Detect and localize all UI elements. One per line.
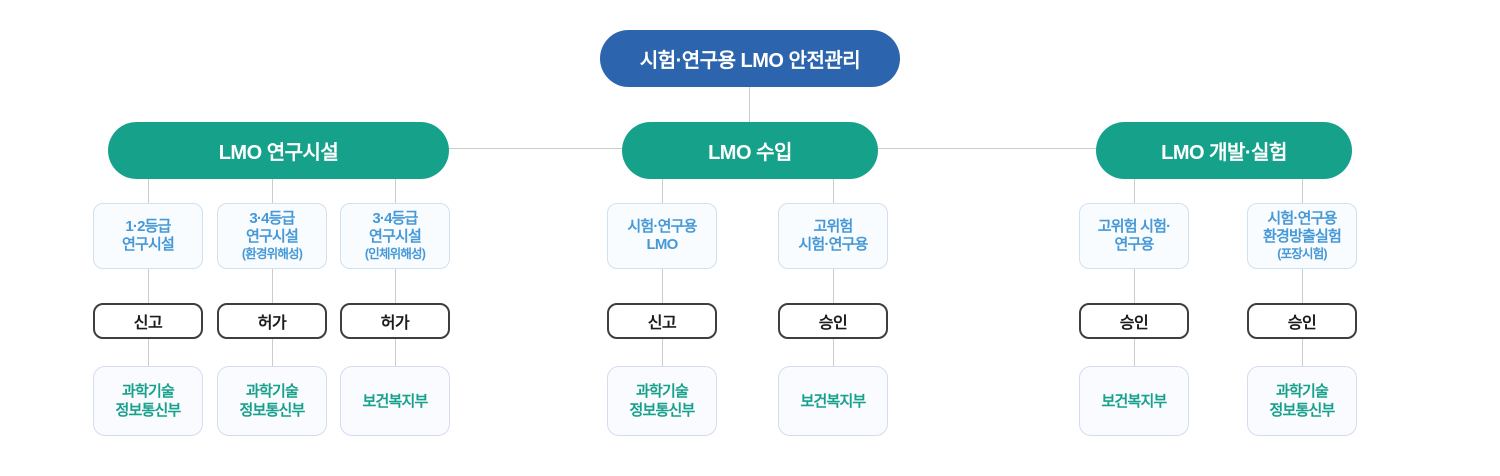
branch-label: LMO 개발·실험: [1161, 142, 1287, 164]
ministry-box: 과학기술 정보통신부: [93, 366, 203, 436]
action-label: 허가: [380, 315, 410, 332]
root-connector-line: [749, 87, 750, 122]
action-label: 신고: [133, 315, 163, 332]
connector-line: [394, 179, 396, 203]
connector-line: [1133, 179, 1135, 203]
category-label: 시험·연구용 LMO: [627, 218, 697, 253]
ministry-box: 보건복지부: [340, 366, 450, 436]
action-box: 승인: [1079, 303, 1189, 339]
branch-research-facility: LMO 연구시설: [108, 122, 449, 179]
category-sublabel: (포장시험): [1277, 247, 1327, 261]
flow-column: 시험·연구용 LMO 신고 과학기술 정보통신부: [607, 179, 717, 436]
ministry-box: 보건복지부: [778, 366, 888, 436]
connector-line: [1133, 269, 1135, 303]
flow-column: 3·4등급 연구시설 (인체위해성) 허가 보건복지부: [340, 179, 450, 436]
branch-development-experiment: LMO 개발·실험: [1096, 122, 1352, 179]
action-box: 신고: [93, 303, 203, 339]
root-node-label: 시험·연구용 LMO 안전관리: [639, 50, 861, 72]
ministry-box: 과학기술 정보통신부: [1247, 366, 1357, 436]
branch-label: LMO 연구시설: [218, 142, 339, 164]
action-label: 신고: [647, 315, 677, 332]
ministry-box: 보건복지부: [1079, 366, 1189, 436]
flow-column: 고위험 시험· 연구용 승인 보건복지부: [1079, 179, 1189, 436]
category-box: 고위험 시험· 연구용: [1079, 203, 1189, 269]
connector-line: [661, 269, 663, 303]
connector-line: [394, 339, 396, 366]
action-box: 허가: [217, 303, 327, 339]
connector-line: [832, 179, 834, 203]
action-box: 승인: [778, 303, 888, 339]
branch-label: LMO 수입: [708, 142, 792, 164]
category-sublabel: (환경위해성): [241, 247, 303, 261]
ministry-box: 과학기술 정보통신부: [217, 366, 327, 436]
action-label: 승인: [1287, 315, 1317, 332]
connector-line: [147, 269, 149, 303]
connector-line: [271, 179, 273, 203]
category-box: 고위험 시험·연구용: [778, 203, 888, 269]
action-label: 승인: [1119, 315, 1149, 332]
category-label: 1·2등급 연구시설: [121, 218, 175, 253]
action-box: 허가: [340, 303, 450, 339]
connector-line: [1301, 269, 1303, 303]
flow-column: 시험·연구용 환경방출실험 (포장시험) 승인 과학기술 정보통신부: [1247, 179, 1357, 436]
flow-column: 1·2등급 연구시설 신고 과학기술 정보통신부: [93, 179, 203, 436]
connector-line: [1301, 179, 1303, 203]
category-label: 시험·연구용 환경방출실험: [1262, 210, 1342, 245]
connector-line: [394, 269, 396, 303]
category-box: 시험·연구용 LMO: [607, 203, 717, 269]
connector-line: [1133, 339, 1135, 366]
connector-line: [832, 339, 834, 366]
category-label: 고위험 시험·연구용: [798, 218, 868, 253]
connector-line: [832, 269, 834, 303]
flow-column: 3·4등급 연구시설 (환경위해성) 허가 과학기술 정보통신부: [217, 179, 327, 436]
action-box: 신고: [607, 303, 717, 339]
connector-line: [271, 339, 273, 366]
category-box: 3·4등급 연구시설 (인체위해성): [340, 203, 450, 269]
category-box: 1·2등급 연구시설: [93, 203, 203, 269]
category-box: 시험·연구용 환경방출실험 (포장시험): [1247, 203, 1357, 269]
connector-line: [661, 339, 663, 366]
connector-line: [661, 179, 663, 203]
category-label: 3·4등급 연구시설: [368, 210, 422, 245]
root-node: 시험·연구용 LMO 안전관리: [600, 30, 900, 87]
category-sublabel: (인체위해성): [364, 247, 426, 261]
action-box: 승인: [1247, 303, 1357, 339]
connector-line: [271, 269, 273, 303]
branch-import: LMO 수입: [622, 122, 878, 179]
category-label: 3·4등급 연구시설: [245, 210, 299, 245]
connector-line: [147, 339, 149, 366]
action-label: 허가: [257, 315, 287, 332]
category-box: 3·4등급 연구시설 (환경위해성): [217, 203, 327, 269]
connector-line: [147, 179, 149, 203]
connector-line: [1301, 339, 1303, 366]
category-label: 고위험 시험· 연구용: [1097, 218, 1171, 253]
ministry-box: 과학기술 정보통신부: [607, 366, 717, 436]
action-label: 승인: [818, 315, 848, 332]
flow-column: 고위험 시험·연구용 승인 보건복지부: [778, 179, 888, 436]
